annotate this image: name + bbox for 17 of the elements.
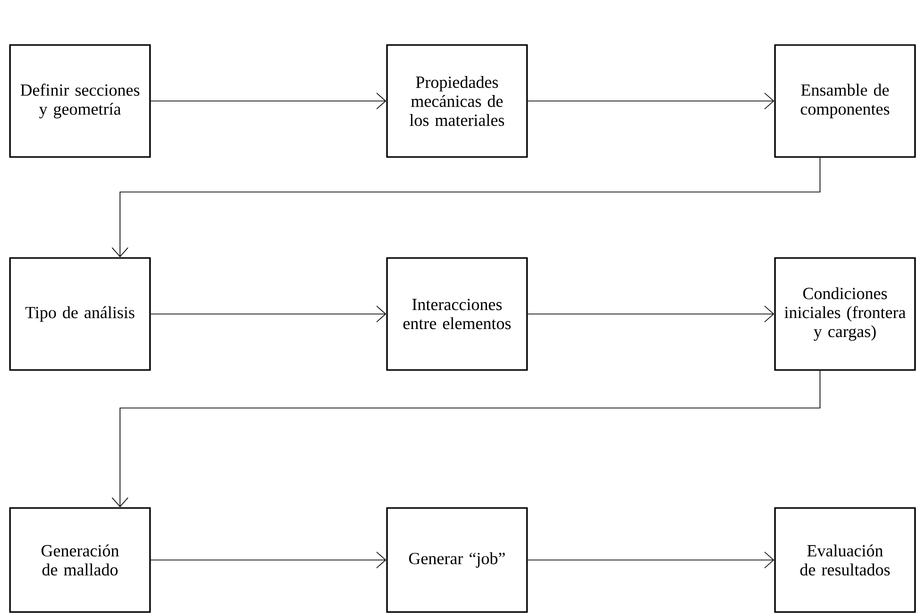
arrow xyxy=(527,552,774,568)
arrow xyxy=(112,157,820,258)
arrow xyxy=(150,306,386,322)
process-box: Generación de mallado xyxy=(9,507,151,613)
arrow xyxy=(150,92,386,110)
arrow xyxy=(150,552,386,568)
process-box: Propiedades mecánicas de los materiales xyxy=(386,44,528,158)
process-box: Generar “job” xyxy=(386,507,528,613)
process-box: Evaluación de resultados xyxy=(774,507,916,613)
process-box: Ensamble de componentes xyxy=(774,44,916,158)
process-box: Tipo de análisis xyxy=(9,257,151,371)
process-box: Definir secciones y geometría xyxy=(9,44,151,158)
arrow xyxy=(112,370,820,508)
process-box: Interacciones entre elementos xyxy=(386,257,528,371)
arrow xyxy=(527,92,774,110)
arrow xyxy=(527,306,774,322)
process-box: Condiciones iniciales (frontera y cargas) xyxy=(774,257,916,371)
